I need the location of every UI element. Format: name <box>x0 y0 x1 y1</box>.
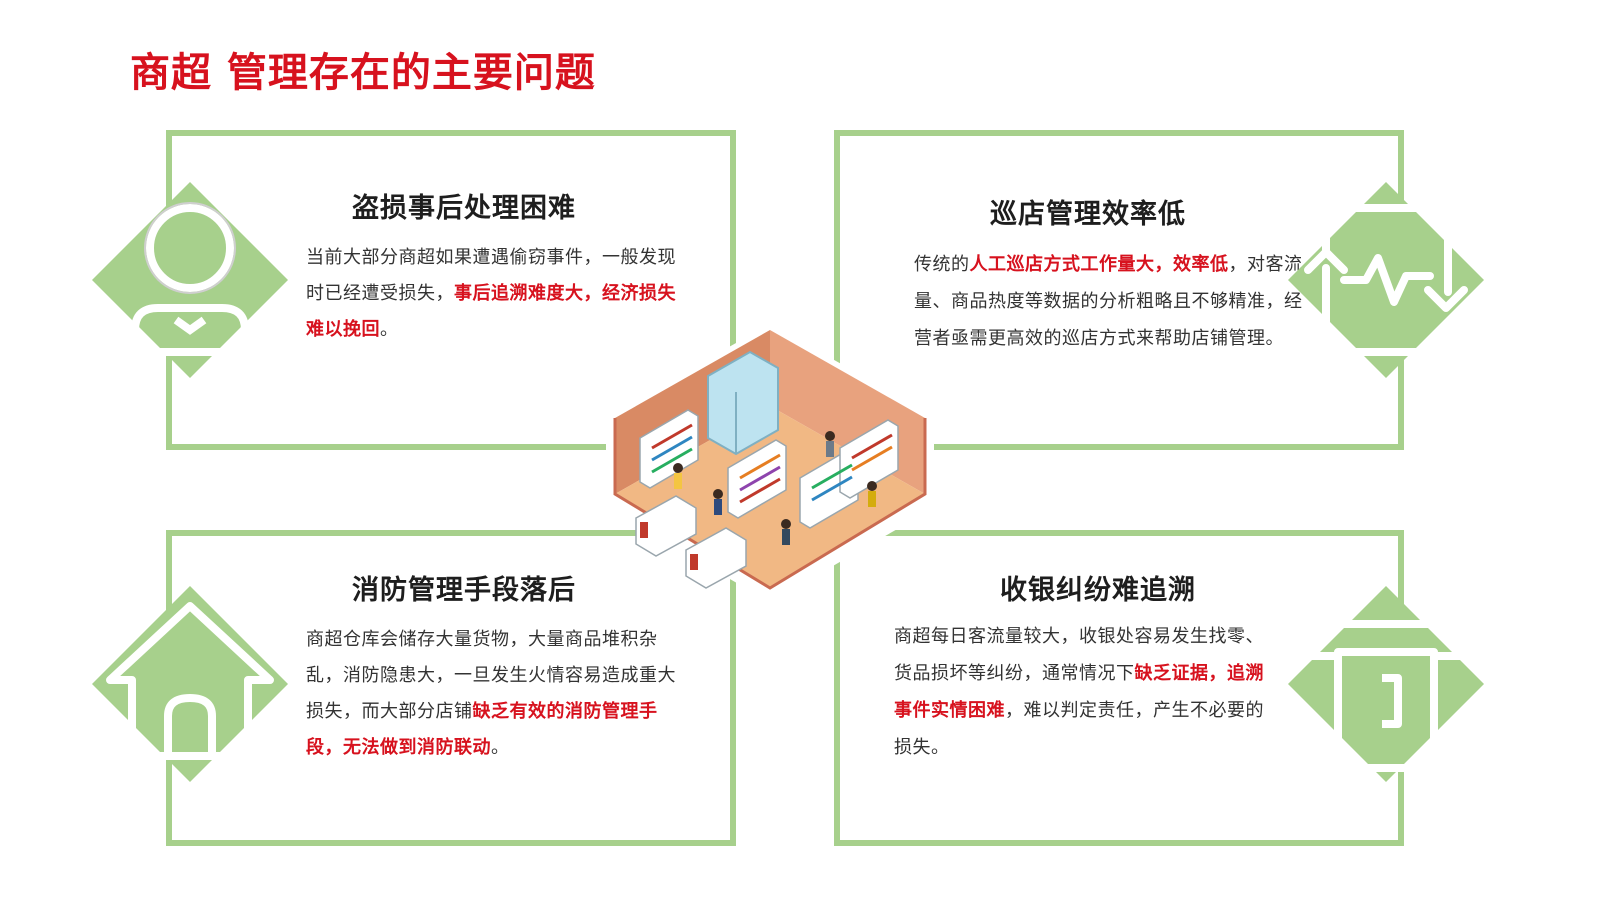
card-title: 消防管理手段落后 <box>352 575 576 606</box>
user-icon <box>92 182 288 378</box>
isometric-store-icon <box>606 324 934 602</box>
card-body: 商超每日客流量较大，收银处容易发生找零、货品损坏等纠纷，通常情况下缺乏证据，追溯… <box>894 626 1264 758</box>
card-body: 当前大部分商超如果遭遇偷窃事件，一般发现时已经遭受损失，事后追溯难度大，经济损失… <box>306 247 676 340</box>
card-title: 巡店管理效率低 <box>990 199 1186 230</box>
card-body: 传统的人工巡店方式工作量大，效率低，对客流量、商品热度等数据的分析粗略且不够精准… <box>914 254 1303 349</box>
refresh-pulse-icon <box>1288 182 1484 378</box>
receipt-printer-icon <box>1288 586 1484 782</box>
card-title: 收银纠纷难追溯 <box>1000 575 1196 606</box>
card-fire-management: 消防管理手段落后 商超仓库会储存大量货物，大量商品堆积杂乱，消防隐患大，一旦发生… <box>166 530 736 846</box>
house-icon <box>92 586 288 782</box>
card-title: 盗损事后处理困难 <box>352 193 576 224</box>
page-title: 商超 管理存在的主要问题 <box>130 50 596 96</box>
card-body: 商超仓库会储存大量货物，大量商品堆积杂乱，消防隐患大，一旦发生火情容易造成重大损… <box>306 629 676 758</box>
